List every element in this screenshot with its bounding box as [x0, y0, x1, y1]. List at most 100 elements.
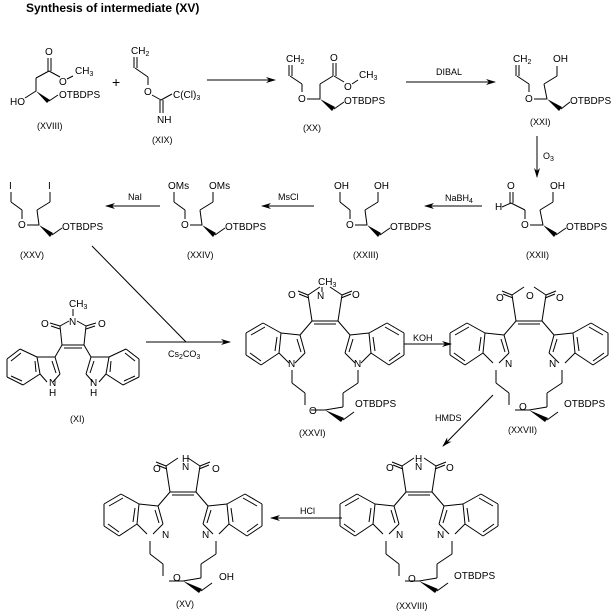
- atom-o: O: [496, 293, 504, 304]
- atom-o: O: [556, 293, 564, 304]
- atom-otbdps: OTBDPS: [355, 399, 396, 410]
- atom-o: O: [45, 47, 53, 58]
- atom-o: O: [408, 574, 416, 585]
- compound-label: (XIX): [152, 135, 173, 145]
- compound-label: (XI): [70, 414, 85, 424]
- compound-xv: H N O O N N O OH (XV): [103, 454, 263, 609]
- atom-o: O: [525, 94, 533, 105]
- atom-otbdps: OTBDPS: [454, 571, 495, 582]
- atom-oh: OH: [374, 181, 389, 192]
- atom-otbdps: OTBDPS: [564, 399, 605, 410]
- atom-o: O: [18, 220, 26, 231]
- compound-xxviii: H N O O N N O OTBDPS (XXVIII): [339, 454, 499, 611]
- atom-oh: OH: [334, 181, 349, 192]
- compound-xxvi: CH3 N O O N N O OTBDPS (XXVI): [245, 277, 405, 438]
- atom-o: O: [344, 82, 352, 93]
- atom-n: N: [69, 317, 76, 328]
- atom-ch3: CH3: [75, 66, 93, 78]
- atom-h: H: [182, 454, 189, 465]
- atom-otbdps: OTBDPS: [344, 96, 385, 107]
- atom-n: N: [317, 291, 324, 302]
- compound-label: (XVIII): [37, 121, 63, 131]
- atom-n: N: [90, 378, 97, 389]
- atom-ch3: CH3: [69, 299, 87, 311]
- reaction-arrow-hmds: [442, 394, 494, 447]
- atom-n: N: [549, 359, 556, 370]
- atom-n: N: [202, 530, 209, 541]
- atom-oms: OMs: [168, 181, 189, 192]
- compound-xxiv: OMs O OMs OTBDPS (XXIV): [168, 181, 266, 260]
- atom-n: N: [354, 359, 361, 370]
- atom-oh: OH: [553, 54, 568, 65]
- atom-n: N: [162, 530, 169, 541]
- atom-otbdps: OTBDPS: [62, 222, 103, 233]
- atom-o: O: [144, 87, 152, 98]
- atom-ho: HO: [10, 97, 25, 108]
- atom-otbdps: OTBDPS: [390, 222, 431, 233]
- compound-xxv: I O I OTBDPS (XXV): [9, 181, 103, 260]
- atom-o: O: [153, 464, 161, 475]
- atom-n: N: [396, 530, 403, 541]
- reagent-hcl: HCl: [300, 506, 315, 516]
- atom-h: H: [90, 388, 97, 399]
- atom-n: N: [182, 462, 189, 473]
- atom-n: N: [288, 359, 295, 370]
- atom-ch2: CH2: [131, 46, 149, 58]
- reagent-hmds: HMDS: [435, 413, 462, 423]
- atom-o: O: [288, 290, 296, 301]
- atom-ch2: CH2: [513, 54, 531, 66]
- compound-xxii: O H O OH OTBDPS (XXII): [495, 181, 607, 260]
- compound-label: (XXIV): [187, 250, 214, 260]
- compound-label: (XXV): [20, 250, 44, 260]
- atom-o: O: [352, 290, 360, 301]
- atom-o: O: [526, 291, 534, 302]
- atom-o: O: [309, 406, 317, 417]
- compound-label: (XXVI): [299, 428, 326, 438]
- compound-label: (XXIII): [353, 250, 379, 260]
- atom-otbdps: OTBDPS: [570, 96, 611, 107]
- atom-otbdps: OTBDPS: [225, 222, 266, 233]
- compound-label: (XV): [176, 599, 194, 609]
- atom-i: I: [9, 181, 12, 192]
- atom-o: O: [446, 463, 454, 474]
- reagent-ozone: O3: [543, 151, 554, 163]
- compound-label: (XXVIII): [396, 601, 428, 611]
- scheme-title: Synthesis of intermediate (XV): [26, 1, 199, 15]
- atom-n: N: [415, 462, 422, 473]
- atom-o: O: [346, 220, 354, 231]
- atom-h: H: [49, 388, 56, 399]
- reagent-koh: KOH: [413, 333, 433, 343]
- atom-i: I: [48, 181, 51, 192]
- compound-label: (XXII): [526, 250, 549, 260]
- atom-nh: NH: [157, 115, 171, 126]
- atom-o: O: [330, 53, 338, 64]
- compound-xi: CH3 N O O: [6, 299, 140, 424]
- converging-line: [91, 245, 187, 343]
- atom-oh: OH: [219, 572, 234, 583]
- compound-label: (XXVII): [508, 425, 537, 435]
- compound-xviii: O O CH3 HO OTBDPS (XVIII): [10, 47, 100, 131]
- atom-n: N: [437, 530, 444, 541]
- atom-o: O: [507, 181, 515, 192]
- compound-xxiii: OH O OH OTBDPS (XXIII): [334, 181, 431, 260]
- compound-label: (XXI): [530, 117, 551, 127]
- atom-o: O: [41, 319, 49, 330]
- atom-n: N: [505, 359, 512, 370]
- atom-ccl3: C(Cl)3: [173, 90, 200, 102]
- atom-otbdps: OTBDPS: [566, 222, 607, 233]
- atom-o: O: [59, 77, 67, 88]
- plus-sign: +: [112, 74, 120, 90]
- atom-ch3: CH3: [318, 277, 336, 289]
- reagent-nai: NaI: [128, 192, 142, 202]
- atom-ch2: CH2: [286, 54, 304, 66]
- compound-xxvii: O O O N N O OTBDPS (XXVII): [449, 286, 609, 435]
- reagent-dibal: DIBAL: [436, 67, 462, 77]
- atom-otbdps: OTBDPS: [59, 90, 100, 101]
- compound-xx: CH2 O O O CH3 OTBDPS (XX): [286, 53, 385, 133]
- atom-h: H: [495, 202, 502, 213]
- compound-xix: CH2 O C(Cl)3 NH (XIX): [131, 46, 200, 145]
- atom-o: O: [98, 319, 106, 330]
- atom-oms: OMs: [209, 181, 230, 192]
- atom-o: O: [519, 402, 527, 413]
